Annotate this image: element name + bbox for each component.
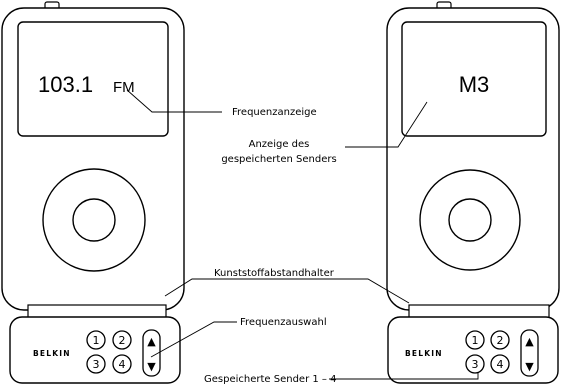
right-preset-button-4 <box>490 354 510 374</box>
left-screen <box>17 21 169 137</box>
left-tune-down-icon: ▼ <box>147 360 156 373</box>
right-tune-up-icon: ▲ <box>525 335 534 348</box>
left-center-button <box>72 198 116 242</box>
right-tune-down-icon: ▼ <box>525 360 534 373</box>
label-spacer: Kunststoffabstandhalter <box>214 268 335 279</box>
left-preset-button-3 <box>86 354 106 374</box>
left-transmitter-body <box>9 316 181 384</box>
label-frequency-display: Frequenzanzeige <box>232 107 317 118</box>
right-preset-label-1: 1 <box>472 334 479 347</box>
right-tuning-rocker <box>520 329 539 377</box>
leader-stored-stations <box>329 372 479 380</box>
leader-frequency-selection <box>150 321 237 358</box>
right-brand-logo: BELKIN <box>405 349 443 358</box>
right-preset-label-3: 3 <box>472 358 479 371</box>
label-stored-station-line2: gespeicherten Senders <box>221 154 336 165</box>
left-tuning-rocker <box>142 329 161 377</box>
label-frequency-selection: Frequenzauswahl <box>240 317 327 328</box>
right-preset-label-4: 4 <box>497 358 504 371</box>
label-stored-stations: Gespeicherte Sender 1 – 4 <box>204 374 336 385</box>
right-preset-label-2: 2 <box>497 334 504 347</box>
right-preset-button-3 <box>465 354 485 374</box>
left-preset-button-1 <box>86 330 106 350</box>
left-preset-label-1: 1 <box>93 334 100 347</box>
right-transmitter-body <box>387 316 559 384</box>
left-transmitter: BELKIN 1 2 3 4 ▲ ▼ <box>9 304 181 384</box>
left-ipod: 103.1 FM <box>1 1 185 311</box>
right-center-button <box>448 198 492 242</box>
left-preset-button-2 <box>112 330 132 350</box>
right-transmitter: BELKIN 1 2 3 4 ▲ ▼ <box>387 304 559 384</box>
leader-spacer <box>164 278 410 304</box>
left-preset-label-4: 4 <box>119 358 126 371</box>
left-preset-label-3: 3 <box>93 358 100 371</box>
label-stored-station-line1: Anzeige des <box>249 139 310 150</box>
right-ipod: M3 <box>386 1 560 311</box>
callout-leaders <box>126 89 479 380</box>
left-frequency-value: 103.1 <box>38 72 93 97</box>
right-preset-button-1 <box>465 330 485 350</box>
left-tune-up-icon: ▲ <box>147 335 156 348</box>
leader-stored-station <box>345 101 428 148</box>
leader-frequency-display <box>126 89 222 113</box>
right-preset-button-2 <box>490 330 510 350</box>
right-preset-display: M3 <box>459 72 490 97</box>
right-screen <box>401 21 547 137</box>
left-brand-logo: BELKIN <box>33 349 71 358</box>
left-preset-button-4 <box>112 354 132 374</box>
left-preset-label-2: 2 <box>119 334 126 347</box>
